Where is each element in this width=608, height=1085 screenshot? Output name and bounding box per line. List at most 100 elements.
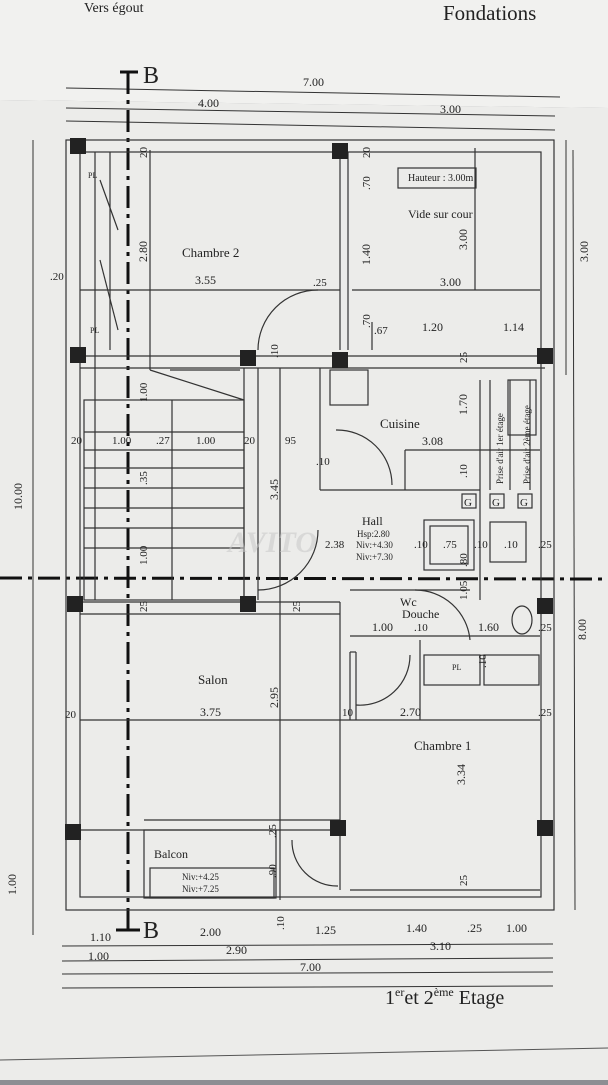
dim-b25: .25 xyxy=(267,824,279,838)
paper-top-sheet xyxy=(0,0,608,108)
dim-bot-110: 1.10 xyxy=(90,930,111,944)
plan-title-sup2: ème xyxy=(434,985,454,999)
dim-sa25b: 25 xyxy=(291,601,303,613)
room-cuisine: Cuisine xyxy=(380,416,420,431)
room-hall-hsp: Hsp:2.80 xyxy=(357,529,390,539)
dim-s100b: 1.00 xyxy=(196,435,216,447)
room-hall-niv1: Niv:+4.30 xyxy=(356,540,393,550)
dim-right-top: 3.00 xyxy=(577,241,591,262)
dim-bot-290: 2.90 xyxy=(226,943,247,957)
section-mark-top: B xyxy=(143,63,159,89)
dim-right-bottom: 8.00 xyxy=(575,619,589,640)
plan-title-prefix: 1 xyxy=(385,987,395,1009)
label-pl-2: PL xyxy=(90,326,99,335)
label-g-2: G xyxy=(492,497,500,509)
dim-s100: 1.00 xyxy=(112,435,132,447)
label-gaine-1: Prise d'air 1er étage xyxy=(495,413,505,484)
dim-top-total: 7.00 xyxy=(303,75,324,89)
dim-sa25a: 25 xyxy=(138,601,150,613)
dim-h10c: .10 xyxy=(504,539,518,551)
dim-b10: .10 xyxy=(275,916,287,930)
label-pl-3: PL xyxy=(452,663,461,672)
room-balcon-niv2: Niv:+7.25 xyxy=(182,884,219,894)
dim-c1-25b: 25 xyxy=(458,875,470,887)
dim-c25a: 25 xyxy=(458,352,470,364)
dim-w10: .10 xyxy=(414,622,428,634)
dim-bot-310: 3.10 xyxy=(430,939,451,953)
dim-w100: 1.00 xyxy=(372,620,393,634)
room-vide: Vide sur cour xyxy=(408,207,473,221)
dim-v120: 1.20 xyxy=(422,320,443,334)
dim-s20b: 20 xyxy=(244,435,256,447)
dim-h238: 2.38 xyxy=(325,539,345,551)
room-balcon-niv1: Niv:+4.25 xyxy=(182,872,219,882)
label-g-3: G xyxy=(520,497,528,509)
dim-v70a: .70 xyxy=(361,176,373,190)
dim-bot-200: 2.00 xyxy=(200,925,221,939)
section-mark-bottom: B xyxy=(143,918,159,944)
dim-20a: 20 xyxy=(138,147,150,159)
dim-w10b: .10 xyxy=(477,654,489,668)
dim-h345: 3.45 xyxy=(267,479,281,500)
dim-s20a: 20 xyxy=(71,435,83,447)
room-wc: Wc xyxy=(400,595,417,609)
dim-c1-270: 2.70 xyxy=(400,705,421,719)
dim-s27: .27 xyxy=(156,435,170,447)
dim-sa375: 3.75 xyxy=(200,705,221,719)
dim-h80: .80 xyxy=(458,553,470,567)
room-chambre2: Chambre 2 xyxy=(182,245,239,260)
dim-v140: 1.40 xyxy=(359,244,373,265)
dim-b90: .90 xyxy=(267,864,279,878)
plan-title-sup1: er xyxy=(395,985,404,999)
plan-title-suffix: Etage xyxy=(454,987,505,1009)
dim-sa10: 10 xyxy=(342,707,354,719)
dim-c1-334: 3.34 xyxy=(454,764,468,785)
dim-w160: 1.60 xyxy=(478,620,499,634)
dim-c1-25: .25 xyxy=(538,707,552,719)
room-chambre1: Chambre 1 xyxy=(414,738,471,753)
dim-20b: 20 xyxy=(361,147,373,159)
dim-bot-125: 1.25 xyxy=(315,923,336,937)
label-pl-1: PL xyxy=(88,171,97,180)
dim-h10b: .10 xyxy=(474,539,488,551)
dim-h25: .25 xyxy=(538,539,552,551)
dim-v67: .67 xyxy=(374,325,388,337)
plan-title: 1eret 2ème Etage xyxy=(385,985,504,1009)
dim-c170: 1.70 xyxy=(456,394,470,415)
label-g-1: G xyxy=(464,497,472,509)
header-right: Fondations xyxy=(443,1,536,25)
dim-bot-100: 1.00 xyxy=(506,921,527,935)
dim-v70b: .70 xyxy=(361,314,373,328)
dim-h75: .75 xyxy=(443,539,457,551)
dim-sa295: 2.95 xyxy=(267,687,281,708)
dim-sa20: 20 xyxy=(65,709,77,721)
dim-s95: 95 xyxy=(285,435,297,447)
room-hall-niv2: Niv:+7.30 xyxy=(356,552,393,562)
dim-v114: 1.14 xyxy=(503,320,524,334)
dim-h105: 1.05 xyxy=(458,580,470,600)
dim-bot-100b: 1.00 xyxy=(88,949,109,963)
header-left: Vers égout xyxy=(84,1,144,16)
dim-c10b: .10 xyxy=(458,464,470,478)
dim-s35: .35 xyxy=(138,471,150,485)
room-salon: Salon xyxy=(198,672,228,687)
room-balcon: Balcon xyxy=(154,847,188,861)
dim-left-bottom: 1.00 xyxy=(5,874,19,895)
dim-bot-700: 7.00 xyxy=(300,960,321,974)
dim-h10: .10 xyxy=(414,539,428,551)
dim-left-total: 10.00 xyxy=(11,483,25,510)
dim-ch2-width: 3.55 xyxy=(195,273,216,287)
dim-vide-h: 3.00 xyxy=(456,229,470,250)
watermark: AVITO xyxy=(226,526,317,559)
dim-top-left: 4.00 xyxy=(198,96,219,110)
dim-bot-140: 1.40 xyxy=(406,921,427,935)
dim-top-right: 3.00 xyxy=(440,102,461,116)
dim-bot-25: .25 xyxy=(467,921,482,935)
dim-25a: .25 xyxy=(313,277,327,289)
dim-vide-w: 3.00 xyxy=(440,275,461,289)
dim-20c: .20 xyxy=(50,271,64,283)
plan-title-mid: et 2 xyxy=(404,987,433,1009)
room-hauteur: Hauteur : 3.00m xyxy=(408,173,473,184)
